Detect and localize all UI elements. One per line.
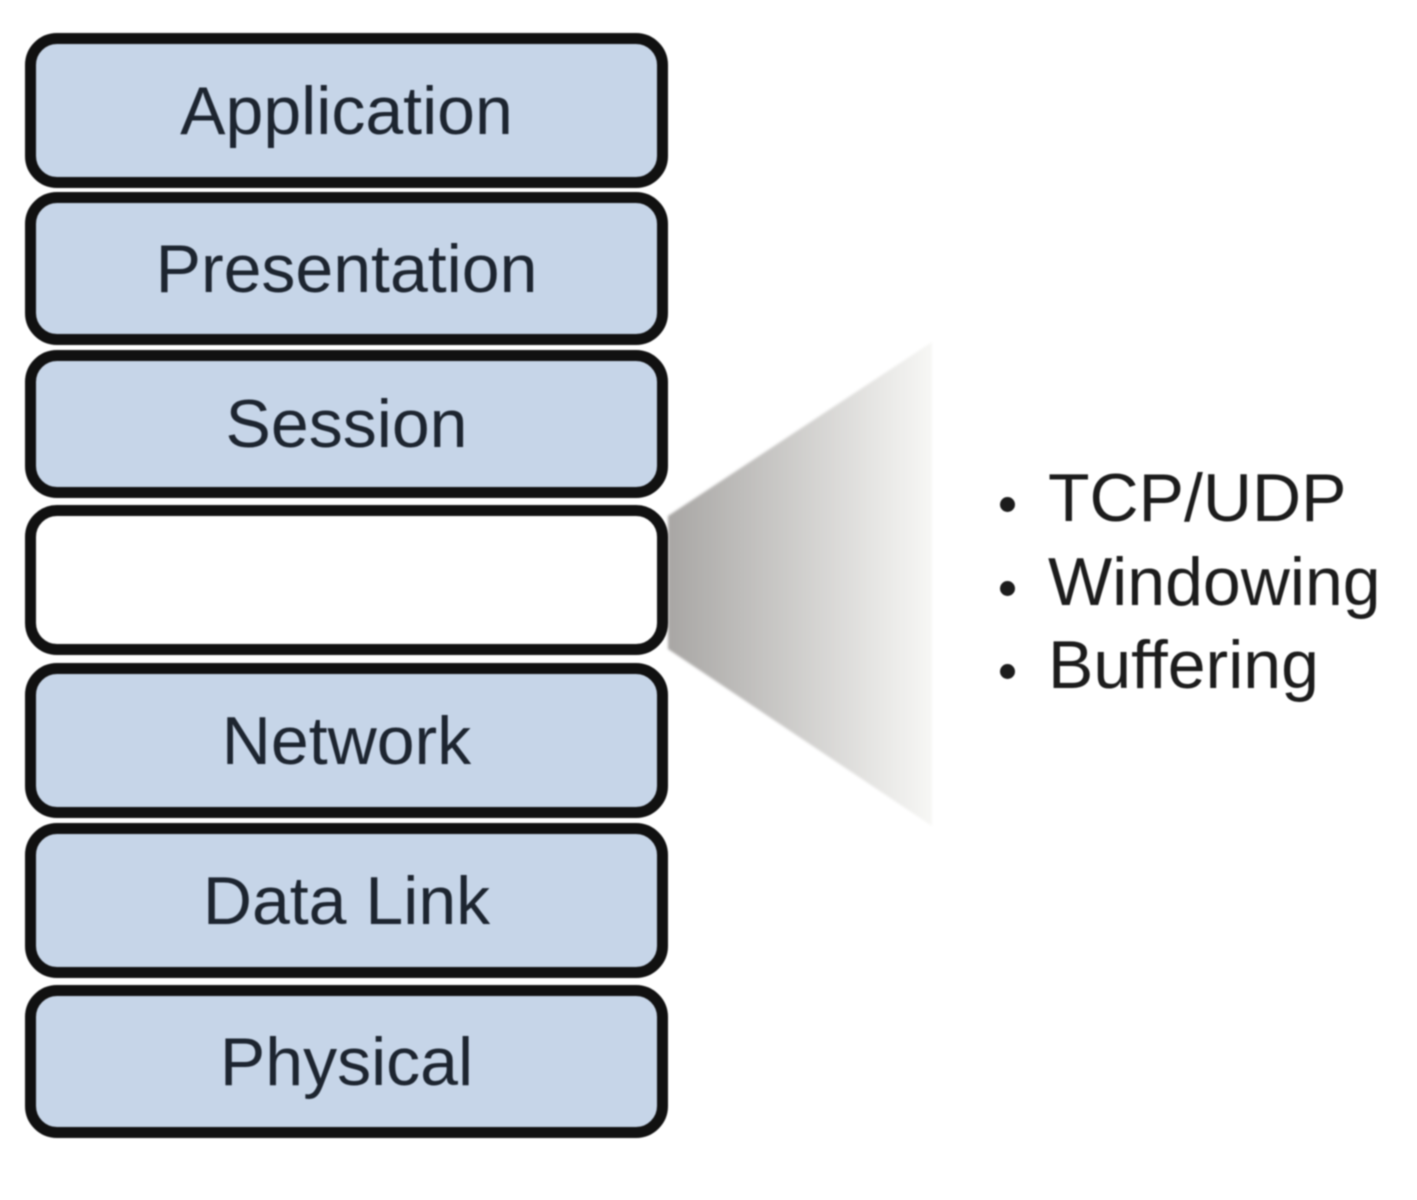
layer-session: Session bbox=[25, 350, 668, 498]
layer-data-link-label: Data Link bbox=[202, 862, 491, 939]
bullet-dot-icon bbox=[1000, 497, 1015, 512]
layer-application: Application bbox=[25, 33, 668, 188]
bullet-item: Windowing bbox=[1048, 540, 1381, 624]
layer-session-label: Session bbox=[225, 386, 468, 462]
layer-presentation: Presentation bbox=[25, 192, 668, 345]
bullet-text-windowing: Windowing bbox=[1048, 544, 1381, 620]
bullet-text-tcp-udp: TCP/UDP bbox=[1048, 460, 1347, 536]
layer-physical: Physical bbox=[25, 985, 668, 1138]
layer-presentation-label: Presentation bbox=[155, 230, 538, 307]
layer-blank-transport bbox=[25, 505, 668, 655]
bullet-dot-icon bbox=[1000, 664, 1015, 679]
bullet-dot-icon bbox=[1000, 581, 1015, 596]
layer-network-label: Network bbox=[221, 702, 472, 779]
bullet-item: TCP/UDP bbox=[1048, 456, 1346, 540]
bullet-item: Buffering bbox=[1048, 623, 1319, 707]
layer-network: Network bbox=[25, 663, 668, 818]
layer-physical-label: Physical bbox=[219, 1023, 474, 1100]
layer-application-label: Application bbox=[180, 72, 513, 149]
layer-data-link: Data Link bbox=[25, 823, 668, 978]
beam-shape bbox=[668, 342, 932, 826]
bullet-text-buffering: Buffering bbox=[1048, 627, 1319, 703]
